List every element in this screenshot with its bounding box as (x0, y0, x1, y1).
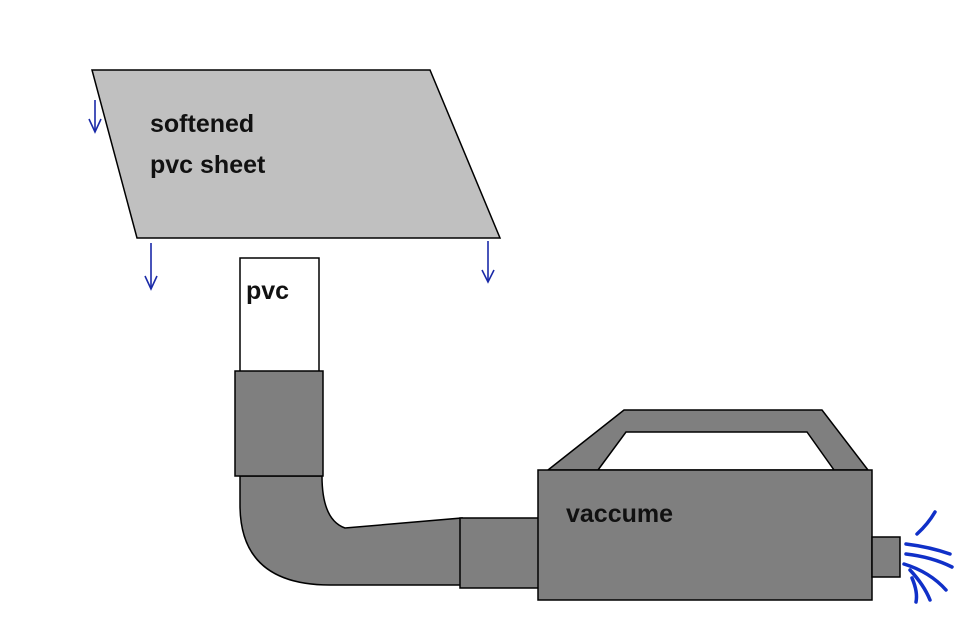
pvc-pipe-label: pvc (246, 277, 289, 305)
vacuum-handle (545, 409, 870, 471)
vacuum-inlet-connector (459, 517, 541, 589)
sheet-label-line2: pvc sheet (150, 151, 266, 179)
vacuum-label: vaccume (566, 500, 673, 528)
pvc-pipe (239, 257, 320, 376)
exhaust-nozzle (871, 536, 901, 578)
down-arrow-icon (481, 241, 495, 284)
down-arrow-icon (144, 243, 158, 291)
hose-coupler (234, 370, 324, 477)
down-arrow-icon (88, 100, 102, 134)
softened-pvc-sheet (91, 69, 502, 239)
sheet-label-line1: softened (150, 110, 254, 138)
vacuum-body (537, 469, 873, 601)
air-exhaust-icon (902, 510, 954, 604)
vacuum-hose (239, 475, 463, 586)
